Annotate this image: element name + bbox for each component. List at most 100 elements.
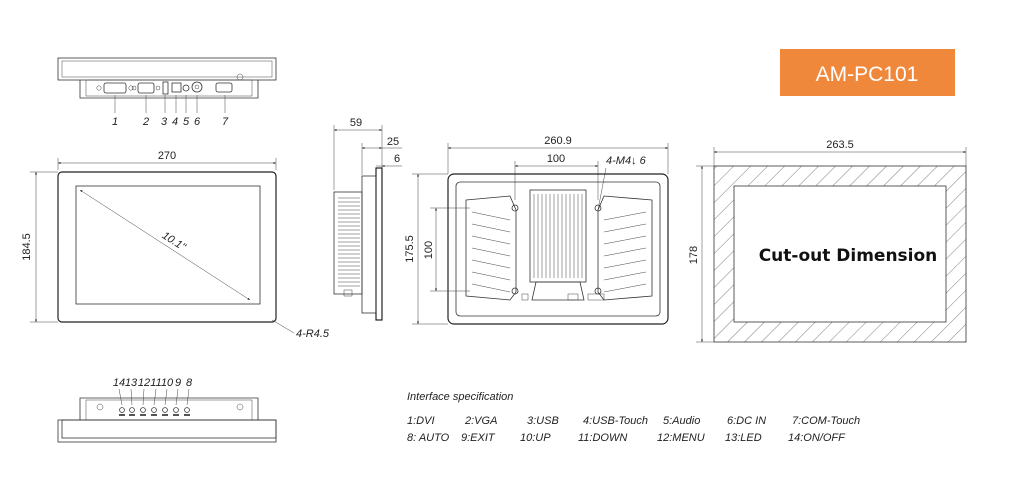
fin-line — [603, 271, 647, 281]
interface-item: 1:DVI — [407, 415, 435, 427]
fin-line — [603, 223, 647, 233]
vesa-hole-icon — [594, 204, 602, 212]
rear-housing — [447, 173, 669, 325]
fin-line — [471, 223, 511, 233]
fin-line — [603, 259, 647, 269]
interface-title: Interface specification — [407, 391, 513, 403]
vesa-vertical-dim: 100 — [423, 241, 435, 259]
port-number: 2 — [142, 116, 149, 128]
fin-line — [471, 259, 511, 269]
side-view: 59 25 6 — [333, 117, 402, 321]
side-fins — [338, 197, 360, 287]
vesa-horizontal-dim: 100 — [547, 153, 565, 165]
audio-jack-icon — [182, 84, 190, 92]
button-label-mark — [173, 414, 179, 416]
bottom-buttons — [119, 407, 190, 416]
screw-spec: 4-M4↓ 6 — [606, 155, 647, 167]
fin-line — [603, 247, 647, 257]
interface-item: 6:DC IN — [727, 415, 766, 427]
fin-line — [471, 283, 511, 293]
cutout-hatch — [714, 166, 966, 342]
port-number: 4 — [172, 116, 178, 128]
button-label-mark — [140, 414, 146, 416]
button-number: 12 — [138, 377, 150, 389]
cutout-height-dim: 178 — [688, 246, 700, 264]
port-number: 6 — [194, 116, 201, 128]
vga-port-icon — [137, 82, 155, 94]
screen-diagonal: 10.1" — [160, 230, 189, 254]
fin-line — [471, 211, 511, 221]
interface-item: 9:EXIT — [461, 432, 496, 444]
button-icon — [119, 407, 125, 413]
button-label-mark — [151, 414, 157, 416]
corner-radius-dim: 4-R4.5 — [296, 328, 330, 340]
button-number: 11 — [150, 377, 161, 389]
interface-item: 5:Audio — [663, 415, 700, 427]
button-label-mark — [162, 414, 168, 416]
front-view: 270 10.1" 184.5 4-R4.5 — [21, 150, 330, 340]
interface-item: 11:DOWN — [578, 432, 627, 444]
interface-item: 12:MENU — [657, 432, 705, 444]
panel-bezel — [57, 171, 277, 323]
port-number: 3 — [161, 116, 168, 128]
cutout-view: 263.5 Cut-out Dimension 178 — [688, 139, 967, 343]
interface-item: 13:LED — [725, 432, 762, 444]
rear-view: 260.9 100 4-M4↓ 6 175.5 100 — [404, 135, 669, 325]
fin-line — [471, 271, 511, 281]
port-number: 1 — [112, 116, 118, 128]
top-view: 1 2 3 4 5 6 7 — [57, 57, 277, 128]
cutout-width-dim: 263.5 — [826, 139, 854, 151]
rear-width-dim: 260.9 — [544, 135, 572, 147]
vesa-hole-icon — [511, 204, 519, 212]
interface-item: 14:ON/OFF — [788, 432, 846, 444]
side-bezel-dim: 25 — [387, 136, 399, 148]
fin-line — [603, 283, 647, 293]
bottom-view: 14 13 12 11 10 9 8 — [57, 377, 277, 443]
button-icon — [184, 407, 190, 413]
port-number: 5 — [183, 116, 190, 128]
button-number: 13 — [125, 377, 138, 389]
interface-item: 2:VGA — [464, 415, 497, 427]
usb-port-icon — [162, 81, 169, 95]
interface-item: 4:USB-Touch — [583, 415, 648, 427]
vesa-hole-icon — [511, 287, 519, 295]
button-icon — [129, 407, 135, 413]
dvi-port-icon — [103, 82, 127, 94]
side-depth-dim: 59 — [350, 117, 362, 129]
interface-spec: Interface specification 1:DVI 2:VGA 3:US… — [407, 391, 860, 444]
model-badge: AM-PC101 — [780, 49, 955, 96]
usb-touch-port-icon — [171, 82, 182, 93]
button-number: 8 — [186, 377, 193, 389]
badge-background — [780, 49, 955, 96]
vesa-hole-icon — [594, 287, 602, 295]
fin-line — [603, 211, 647, 221]
button-icon — [151, 407, 157, 413]
interface-item: 10:UP — [520, 432, 551, 444]
front-width-dim: 270 — [158, 150, 176, 162]
interface-item: 7:COM-Touch — [792, 415, 860, 427]
button-number: 10 — [161, 377, 174, 389]
rear-heatsink-fins — [471, 194, 647, 293]
front-height-dim: 184.5 — [21, 233, 33, 261]
fin-line — [471, 247, 511, 257]
button-label-mark — [129, 414, 135, 416]
rear-height-dim: 175.5 — [404, 235, 416, 263]
panel-screen — [75, 185, 261, 305]
button-label-mark — [184, 414, 190, 416]
dc-in-icon — [191, 81, 203, 93]
button-icon — [140, 407, 146, 413]
model-name: AM-PC101 — [816, 63, 919, 86]
fin-line — [603, 235, 647, 245]
button-label-mark — [119, 414, 125, 416]
button-icon — [162, 407, 168, 413]
cutout-title: Cut-out Dimension — [759, 246, 938, 266]
port-number: 7 — [222, 116, 229, 128]
interface-item: 8: AUTO — [407, 432, 450, 444]
side-frame-dim: 6 — [394, 153, 400, 165]
com-port-icon — [215, 82, 233, 93]
button-number: 9 — [175, 377, 181, 389]
interface-item: 3:USB — [527, 415, 559, 427]
button-number: 14 — [113, 377, 125, 389]
fin-line — [471, 235, 511, 245]
